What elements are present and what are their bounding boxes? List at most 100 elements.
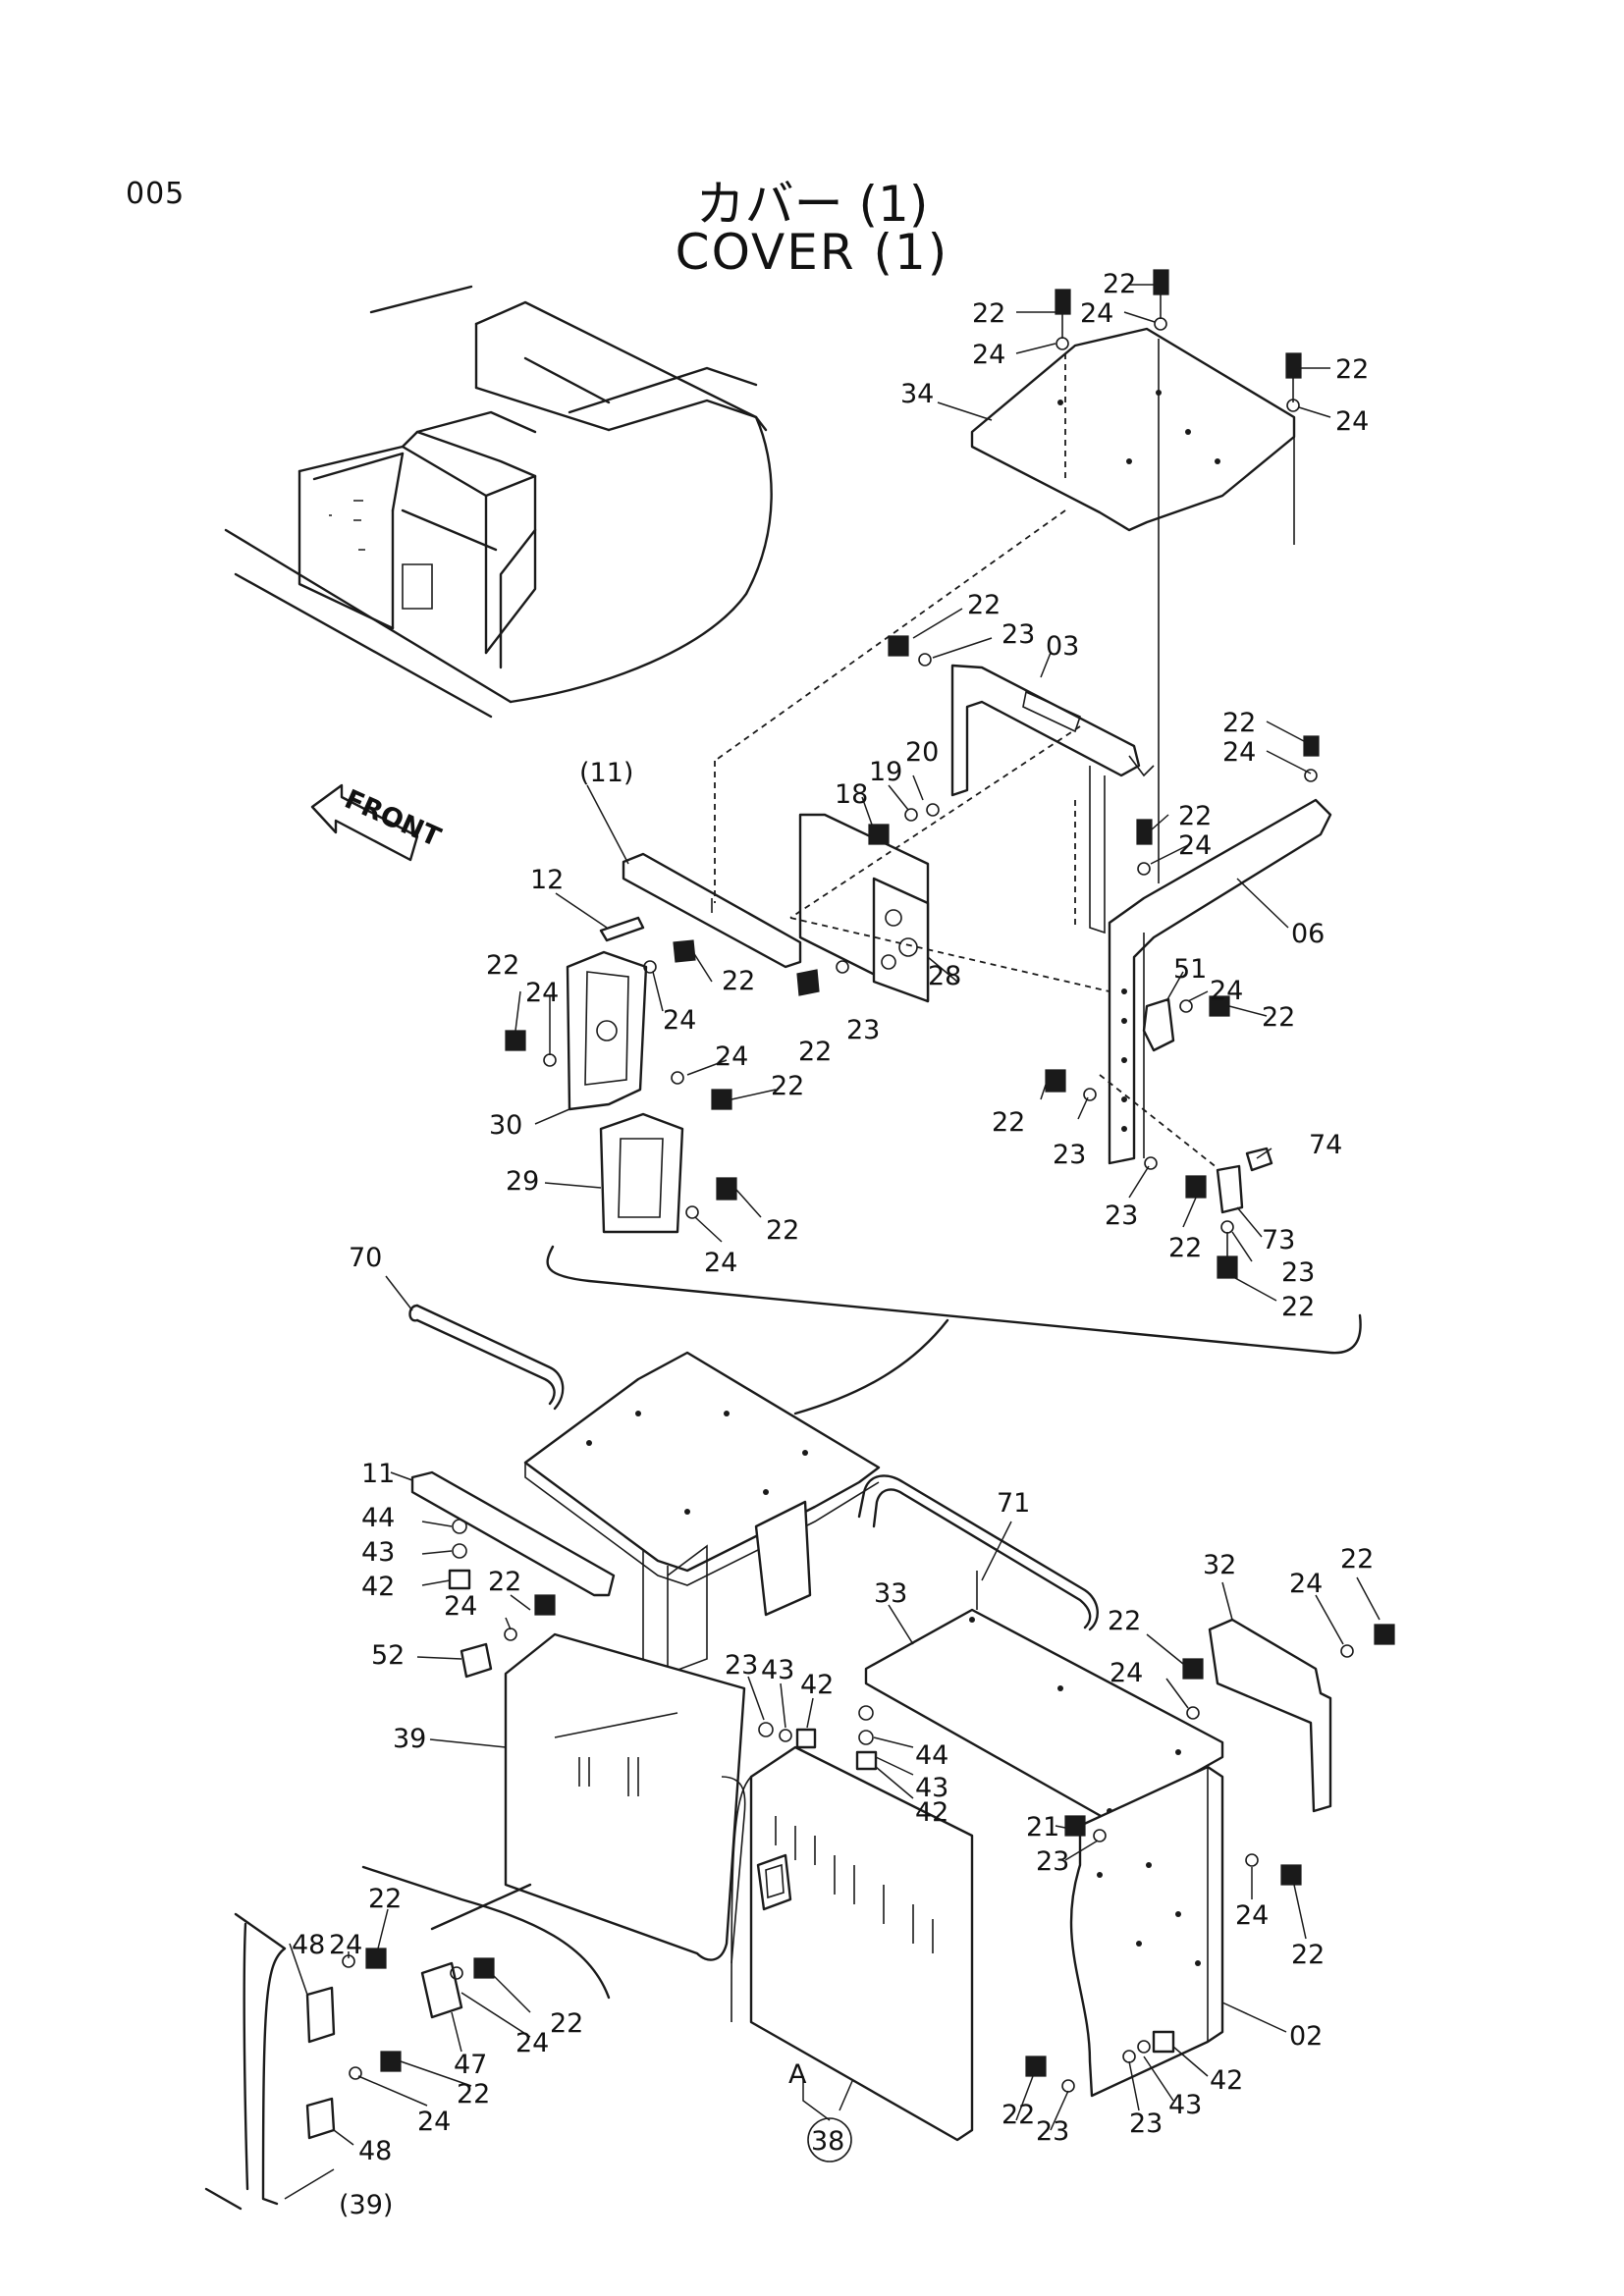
label: 42: [361, 1572, 395, 1602]
part-33-plate: [864, 1608, 1224, 1823]
leader-lines-lower: [284, 1275, 1380, 2200]
label: 42: [1210, 2065, 1243, 2096]
title-english: COVER (1): [675, 224, 949, 281]
label: 03: [1046, 631, 1079, 662]
label: 73: [1262, 1225, 1295, 1255]
label: 24: [1178, 830, 1212, 861]
label: 18: [835, 779, 868, 810]
label: 23: [725, 1650, 758, 1681]
part-30-plate: [566, 950, 648, 1111]
label: 43: [761, 1655, 794, 1685]
label: (11): [579, 758, 633, 788]
label: 23: [1281, 1257, 1315, 1288]
label: 24: [715, 1041, 748, 1072]
label: 22: [1103, 269, 1136, 299]
label: 22: [457, 2079, 490, 2109]
fasteners-upper: [505, 269, 1320, 1279]
callout-letter: A: [788, 2059, 807, 2090]
part-02-frame: [1069, 1765, 1224, 2098]
label: 22: [1335, 354, 1369, 385]
label: 23: [1036, 1846, 1069, 1877]
label: 44: [361, 1503, 395, 1533]
label: 19: [869, 757, 902, 787]
label: 22: [488, 1567, 521, 1597]
label: 22: [1178, 801, 1212, 831]
leader-lines-upper: [514, 284, 1331, 1302]
title-japanese: カバー (1): [695, 176, 929, 233]
label: 24: [704, 1248, 737, 1278]
label: 11: [361, 1459, 395, 1489]
label: 22: [1262, 1002, 1295, 1033]
part-38-cover: [749, 1745, 974, 2142]
part-11-channel: [410, 1470, 616, 1597]
label: 47: [454, 2050, 487, 2080]
label: 21: [1026, 1812, 1059, 1842]
label: 23: [846, 1015, 880, 1045]
label: 24: [329, 1930, 362, 1960]
part-12-bracket: [599, 916, 645, 942]
label: 24: [1235, 1900, 1269, 1931]
label: 22: [722, 966, 755, 996]
label: 30: [489, 1110, 522, 1141]
label: 22: [1281, 1292, 1315, 1322]
label: 48: [292, 1930, 325, 1960]
part-47-clip: [420, 1961, 463, 2019]
label: 42: [800, 1670, 834, 1700]
label: 22: [771, 1071, 804, 1101]
detail-bracket-curve: [546, 1245, 1362, 1355]
label: 23: [1001, 619, 1035, 650]
label: 24: [663, 1005, 696, 1036]
part-32-bracket: [1208, 1618, 1332, 1813]
label: 23: [1036, 2116, 1069, 2147]
label: 22: [1291, 1940, 1325, 1970]
label: 71: [997, 1488, 1030, 1519]
callout-38: 38 A: [788, 2059, 852, 2163]
label: 24: [1110, 1658, 1143, 1688]
label: 22: [550, 2008, 583, 2039]
label: 24: [525, 978, 559, 1008]
part-03-bracket: [950, 664, 1141, 797]
machine-overview-sketch: [224, 285, 773, 719]
label: 29: [506, 1166, 539, 1197]
label: 52: [371, 1640, 405, 1671]
label: 22: [368, 1884, 402, 1914]
label: 23: [1053, 1140, 1086, 1170]
lower-assembly: [204, 1275, 1395, 2211]
label: 24: [1210, 976, 1243, 1006]
label: 24: [444, 1591, 477, 1622]
label: (39): [339, 2190, 393, 2220]
label: 32: [1203, 1550, 1236, 1580]
label: 33: [874, 1578, 907, 1609]
label: 39: [393, 1724, 426, 1754]
label: 48: [358, 2136, 392, 2166]
label: 22: [486, 950, 519, 981]
label: 24: [1080, 298, 1113, 329]
label: 12: [530, 865, 564, 895]
part-34-plate: [970, 327, 1296, 532]
part-74-clip: [1245, 1147, 1273, 1172]
label: 06: [1291, 919, 1325, 949]
label: 22: [1108, 1606, 1141, 1636]
label: 22: [972, 298, 1005, 329]
page-number: 005: [126, 177, 186, 211]
label: 70: [349, 1243, 382, 1273]
label: 34: [900, 379, 934, 409]
label: 42: [915, 1797, 948, 1828]
part-52-hinge: [460, 1642, 493, 1679]
part-labels: 22 22 24 24 22 24 34 22 23 03 22 24 20 1…: [292, 269, 1374, 2220]
part-73-clip: [1216, 1164, 1244, 1214]
front-direction-arrow: FRONT: [310, 783, 446, 862]
upper-exploded-assembly: [505, 269, 1332, 1302]
label: 74: [1309, 1130, 1342, 1160]
label: 23: [1105, 1201, 1138, 1231]
part-29-panel: [599, 1112, 684, 1234]
label: 22: [798, 1037, 832, 1067]
label: 43: [1168, 2090, 1202, 2120]
label: 24: [972, 340, 1005, 370]
label: 24: [1335, 406, 1369, 437]
label: 02: [1289, 2021, 1323, 2052]
label: 22: [967, 590, 1001, 620]
label: 22: [992, 1107, 1025, 1138]
label: 22: [1222, 708, 1256, 738]
label: 24: [1289, 1569, 1323, 1599]
